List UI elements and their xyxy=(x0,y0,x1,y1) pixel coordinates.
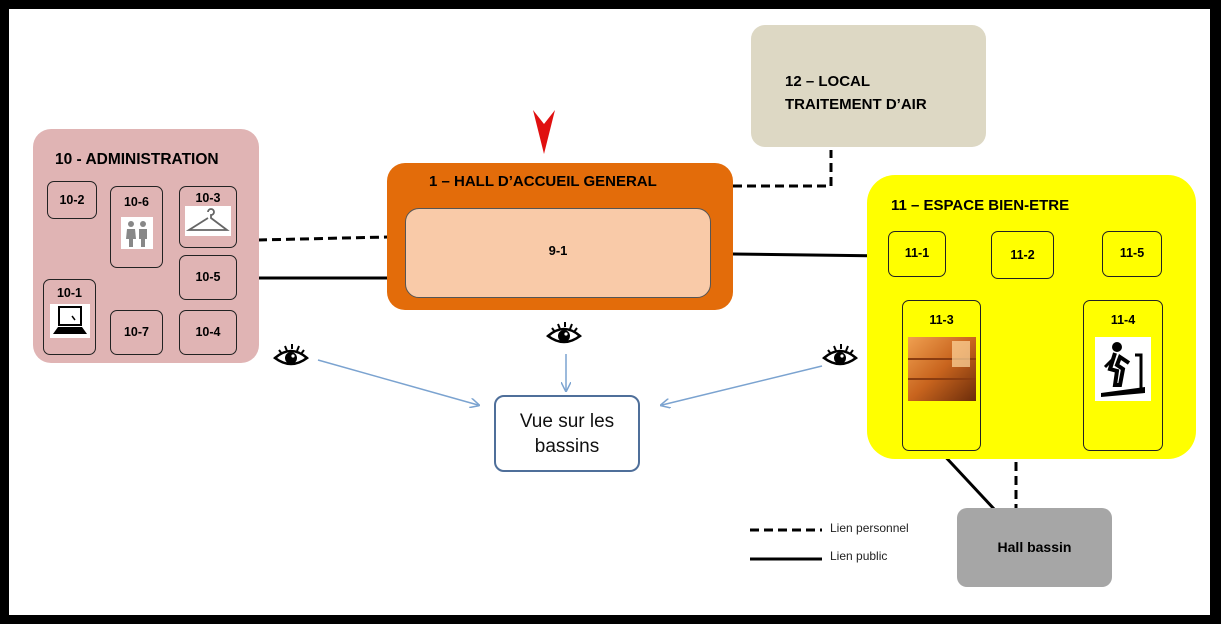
hall-bassin-label: Hall bassin xyxy=(997,539,1072,555)
link-admin-hall-staff xyxy=(257,235,389,242)
legend-dashed-label: Lien personnel xyxy=(830,521,909,535)
room-10-1: 10-1 xyxy=(43,279,96,355)
room-11-4-label: 11-4 xyxy=(1110,313,1136,327)
vue-line1: Vue sur les xyxy=(519,411,615,432)
local-traitement-air-zone: 12 – LOCAL TRAITEMENT D’AIR xyxy=(751,25,986,147)
view-arrow-right xyxy=(662,365,823,405)
room-10-1-label: 10-1 xyxy=(56,286,83,300)
room-9-1: 9-1 xyxy=(405,208,711,298)
local-title-line2: TRAITEMENT D’AIR xyxy=(785,96,927,113)
room-11-5: 11-5 xyxy=(1102,231,1162,277)
room-10-4: 10-4 xyxy=(179,310,237,355)
eye-icon-left xyxy=(273,344,309,366)
bien-etre-title: 11 – ESPACE BIEN-ETRE xyxy=(891,197,1070,214)
room-11-2: 11-2 xyxy=(991,231,1054,279)
room-10-3-label: 10-3 xyxy=(195,191,221,205)
sauna-photo-icon xyxy=(907,337,976,401)
link-11-3-hallbassin-public xyxy=(938,449,997,512)
room-11-1: 11-1 xyxy=(888,231,946,277)
eye-icon-center xyxy=(546,322,582,344)
coat-hanger-icon xyxy=(185,206,231,236)
room-10-6: 10-6 xyxy=(110,186,163,268)
eye-icon-right xyxy=(822,344,858,366)
restroom-icon xyxy=(120,217,153,249)
laptop-icon xyxy=(49,304,90,338)
espace-bien-etre-zone: 11 – ESPACE BIEN-ETRE 11-1 11-2 11-5 11-… xyxy=(867,175,1196,459)
vue-line2: bassins xyxy=(534,436,600,457)
room-10-7: 10-7 xyxy=(110,310,163,355)
local-title-line1: 12 – LOCAL xyxy=(785,73,871,90)
link-hall-local-staff xyxy=(733,150,833,188)
room-11-3: 11-3 xyxy=(902,300,981,451)
administration-zone: 10 - ADMINISTRATION 10-2 10-6 10-3 10-5 … xyxy=(33,129,259,363)
administration-title: 10 - ADMINISTRATION xyxy=(55,151,219,168)
hall-accueil-title: 1 – HALL D’ACCUEIL GENERAL xyxy=(429,173,657,190)
room-11-4: 11-4 xyxy=(1083,300,1163,451)
room-10-3: 10-3 xyxy=(179,186,237,248)
room-10-5: 10-5 xyxy=(179,255,237,300)
vue-bassins-box: Vue sur les bassins xyxy=(494,395,640,472)
legend-solid-label: Lien public xyxy=(830,549,888,563)
hall-accueil-zone: 1 – HALL D’ACCUEIL GENERAL 9-1 xyxy=(387,163,733,310)
room-10-6-label: 10-6 xyxy=(123,195,150,209)
room-11-3-label: 11-3 xyxy=(929,313,954,327)
entrance-marker-icon xyxy=(533,110,555,154)
room-10-2: 10-2 xyxy=(47,181,97,219)
treadmill-icon xyxy=(1095,337,1151,401)
link-hall-bienetre-public xyxy=(732,252,889,258)
hall-bassin-box: Hall bassin xyxy=(957,508,1112,587)
view-arrow-left xyxy=(317,359,478,405)
